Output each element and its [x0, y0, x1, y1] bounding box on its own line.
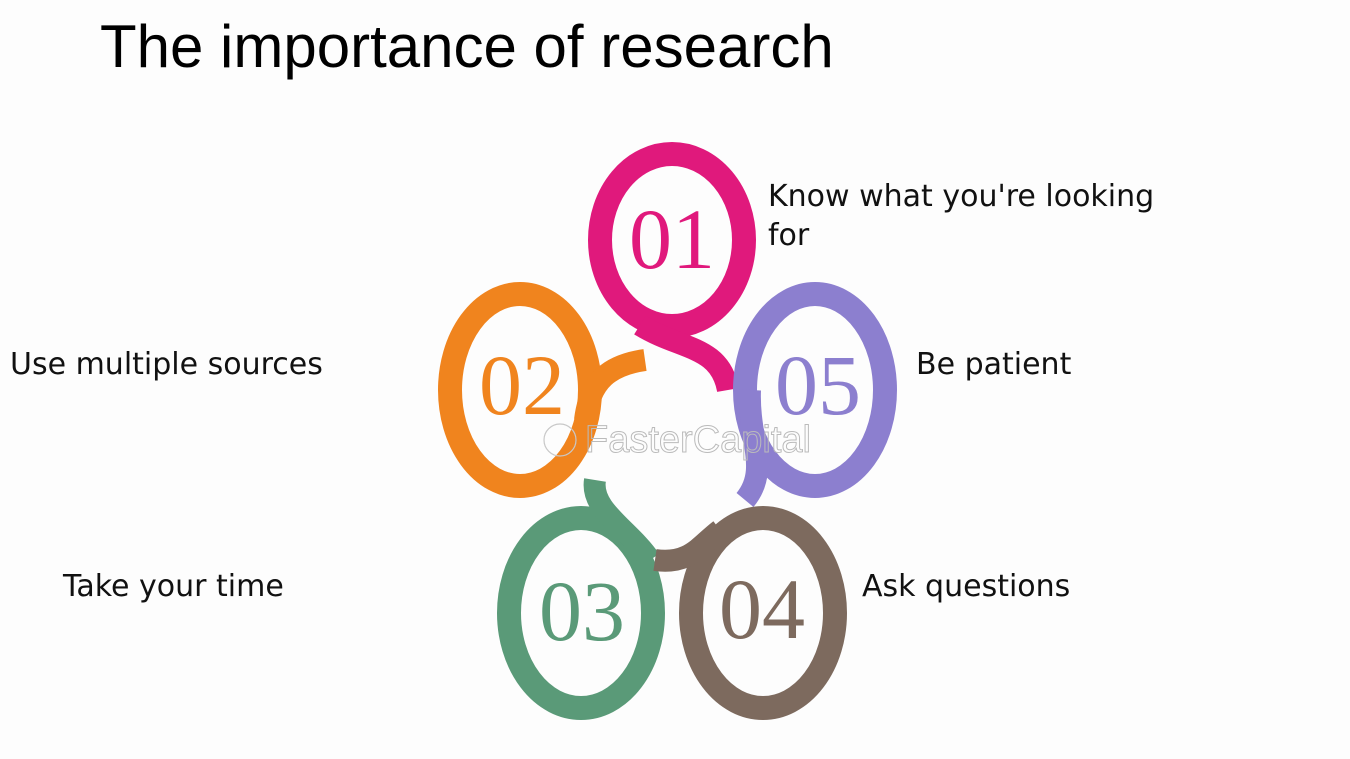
step-02-number: 02	[479, 337, 565, 433]
step-01-label-line2: for	[768, 218, 810, 253]
watermark-logo: FasterCapital	[543, 419, 811, 462]
step-03-loop: 03	[497, 478, 665, 720]
gear-icon	[543, 423, 577, 457]
slide-title: The importance of research	[100, 13, 834, 80]
step-04-label: Ask questions	[862, 569, 1071, 604]
step-01-number: 01	[629, 191, 715, 287]
step-02-label: Use multiple sources	[10, 347, 323, 382]
step-05-label: Be patient	[916, 347, 1072, 382]
step-05-number: 05	[775, 337, 861, 433]
step-04-number: 04	[719, 561, 805, 657]
step-03-label: Take your time	[63, 569, 284, 604]
watermark-text: FasterCapital	[585, 419, 811, 461]
step-01-label: Know what you're looking for	[768, 177, 1154, 255]
step-01-loop: 01	[588, 142, 756, 393]
step-04-loop: 04	[653, 506, 847, 720]
step-01-label-line1: Know what you're looking	[768, 179, 1155, 214]
step-02-loop: 02	[438, 282, 647, 498]
step-03-number: 03	[539, 563, 625, 659]
step-05-loop: 05	[733, 282, 897, 508]
